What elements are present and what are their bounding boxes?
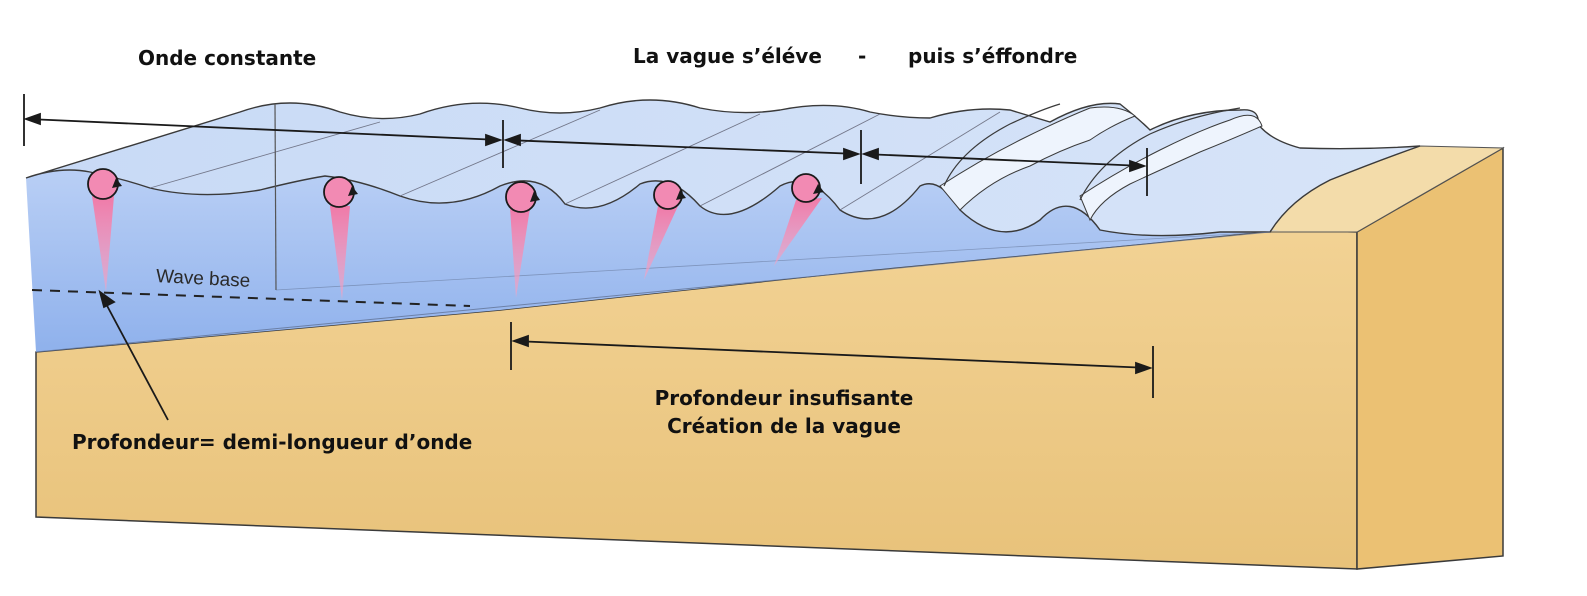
orbit-2	[323, 176, 358, 300]
crest-ridges	[149, 109, 1001, 211]
depth-line	[274, 103, 277, 291]
label-dash: -	[858, 44, 867, 68]
breaker-foam-2	[1079, 114, 1263, 222]
label-onde-constante: Onde constante	[138, 46, 317, 70]
label-profondeur-demi-longueur: Profondeur= demi-longueur d’onde	[72, 430, 473, 454]
orbit-3	[505, 181, 540, 298]
orbit-1	[87, 168, 122, 292]
label-puis-effondre: puis s’éffondre	[908, 44, 1078, 68]
label-profondeur-insuffisante: Profondeur insufisante	[654, 386, 914, 410]
breaker-crest-outline	[943, 103, 1241, 201]
shallow-depth-arrow	[510, 322, 1154, 398]
wave-base-line	[31, 289, 471, 307]
label-creation-vague: Création de la vague	[667, 414, 901, 438]
orbit-4	[644, 180, 686, 280]
wavelength-arrows	[23, 94, 1148, 196]
label-vague-eleve: La vague s’éléve	[633, 44, 822, 68]
breaker-foam-1	[939, 106, 1136, 211]
water-floor-line	[35, 231, 1271, 353]
orbit-5	[774, 173, 824, 266]
rear-floor-line	[275, 231, 1271, 291]
pointer-arrow	[98, 289, 169, 421]
